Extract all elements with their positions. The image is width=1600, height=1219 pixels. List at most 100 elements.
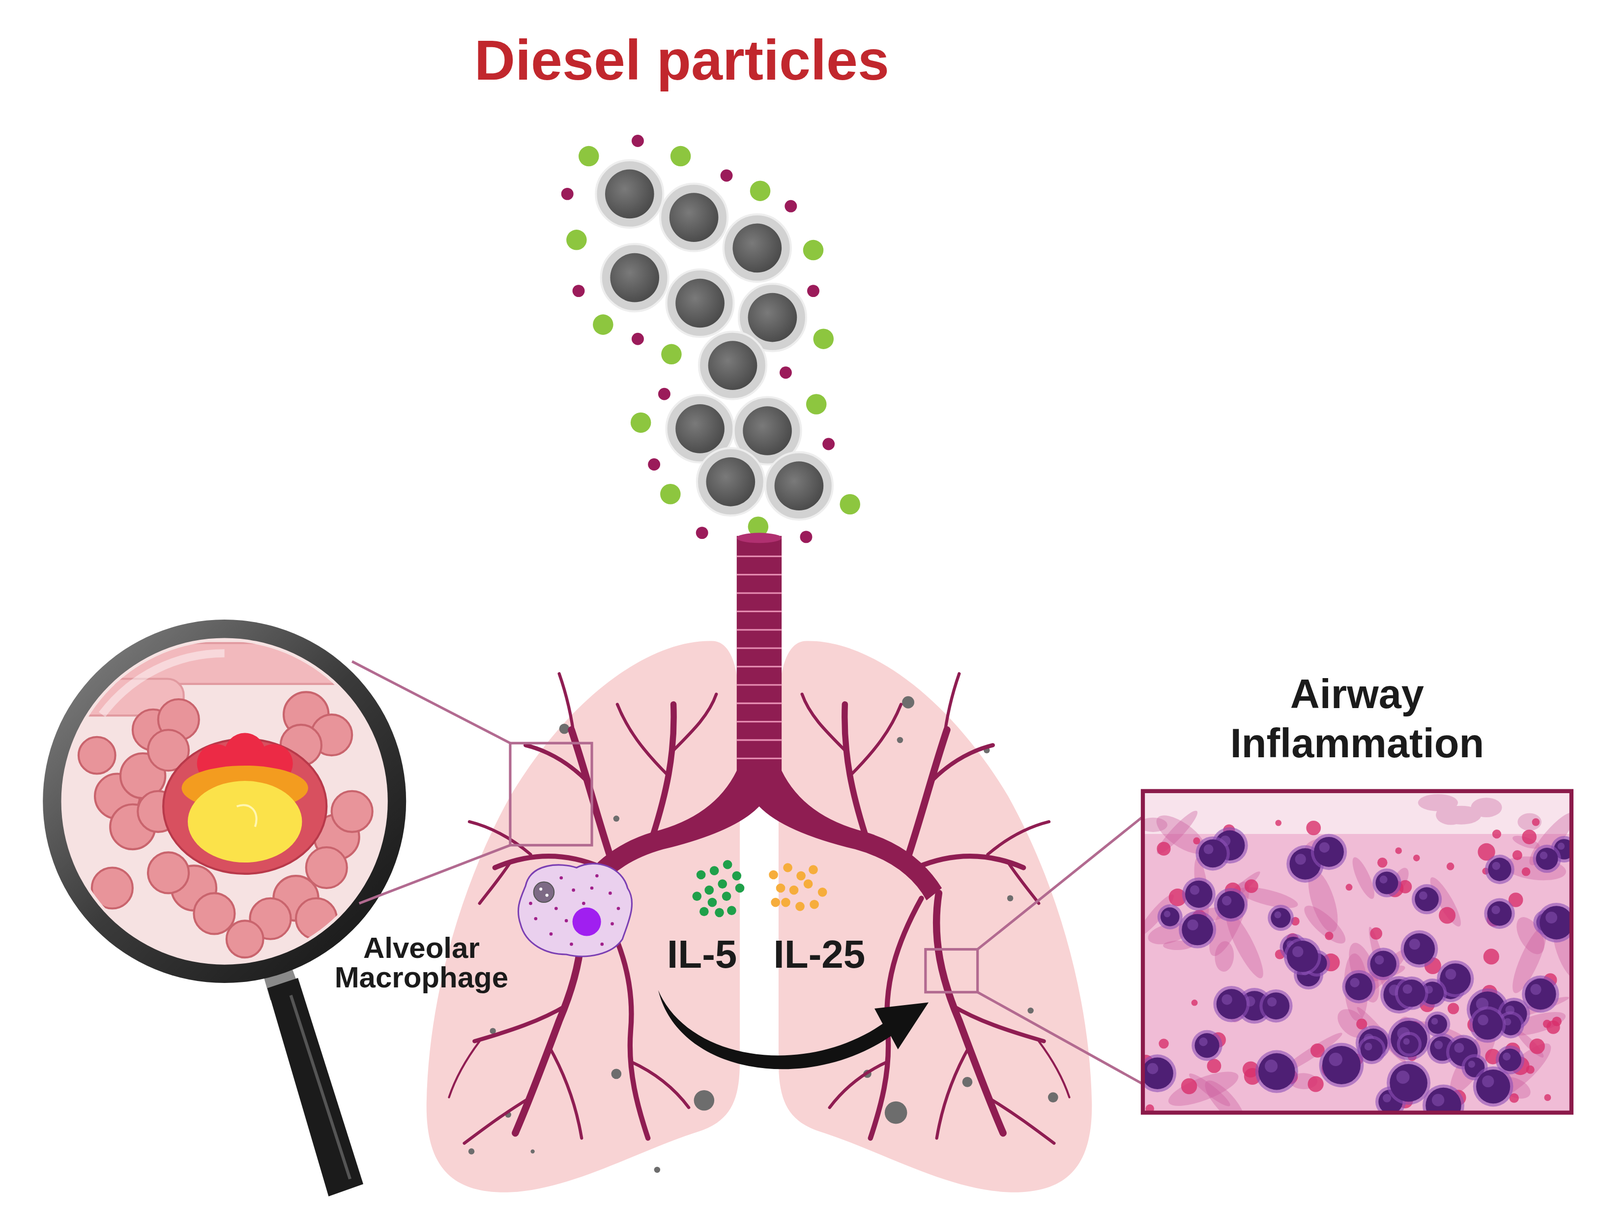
alveoli [78,691,373,958]
histology-cell [1322,1045,1361,1084]
purple-droplet [631,332,644,346]
histology-cell [1469,1006,1506,1043]
histology-cell [1414,886,1439,911]
bronchial-tree [448,1040,480,1097]
histology-cell [1142,1057,1174,1089]
histology-cell [1434,1040,1443,1049]
trachea-ring [736,591,782,594]
cytokine-il5 [696,870,706,880]
histology-cell [1502,1052,1511,1061]
particle-deposit [1007,895,1014,902]
green-droplet [670,145,692,167]
histology-cell [1275,819,1282,826]
curved-arrow [658,989,929,1070]
particle-deposit [897,736,903,743]
particle-deposit [468,1147,475,1154]
histology-cell [1521,975,1560,1013]
bronchial-tree [464,1097,531,1143]
green-droplet [813,328,834,350]
green-droplet [592,314,614,335]
granule [559,875,563,880]
bronchial-tree [576,770,942,901]
histology-cell [1477,1014,1489,1026]
histology-image [1142,790,1572,1113]
histology-cell [1203,843,1214,854]
cytokine-il5 [707,897,718,907]
histology-cell [1163,910,1171,917]
zoom-leader [977,991,1143,1084]
purple-droplet [658,387,671,401]
magnifier [42,619,407,1196]
granule [528,901,533,905]
histology-image [1142,790,1572,1113]
histology-cell [1360,1038,1383,1061]
purple-droplet [800,530,813,543]
histology-cell [1367,947,1400,980]
histology-cell [1191,999,1198,1006]
histology-cell [1182,876,1216,911]
histology-cell [1156,841,1171,856]
cytokine-il25 [768,862,827,911]
histology-cell [1267,904,1294,931]
alveolar-macrophage [533,881,555,903]
trachea-ring [736,665,782,668]
histology-cell [1181,913,1214,946]
tumor [163,732,327,873]
histology-cell [1545,911,1558,924]
cytokine-il25 [783,862,793,873]
zoom-leader [510,742,592,845]
cell-label-node: Alveolar Macrophage [313,932,530,992]
histology-cell [1470,797,1502,817]
histology-cell [1487,857,1512,881]
granule [571,888,576,892]
histology-cell [1258,1052,1296,1090]
trachea-ring [736,610,782,612]
histology-cell [1319,1042,1365,1088]
histology-cell [1295,853,1307,865]
cytokine-il25 [817,887,828,897]
magnifier [102,653,225,715]
histology-cell [1484,854,1515,884]
cytokine-il5 [699,906,709,916]
histology-cell [1409,938,1421,950]
green-droplet [806,393,827,415]
histology-cell [1395,976,1429,1010]
granule [581,901,586,905]
histology-cell [1498,1048,1522,1072]
histology-cell [1400,930,1438,968]
histology-cell [1185,880,1213,908]
histology-cell [1427,1014,1448,1034]
histology-cell [1158,1038,1169,1048]
histology-cell [1487,901,1513,926]
histology-cell [1446,862,1455,871]
bronchial-tree [736,532,782,544]
particle-deposit [530,1148,535,1153]
histology-cell [1306,820,1321,836]
particle [669,192,719,242]
particle [748,292,798,343]
particle [706,457,756,507]
histology-cell [1244,878,1259,893]
histology-cell [1454,1042,1464,1053]
histology-cell [1468,1060,1476,1068]
particle [697,447,765,516]
histology-cell [1369,927,1383,940]
histology-cell [1472,1009,1504,1040]
histology-cell [1445,968,1456,980]
histology-cell [1476,1069,1511,1104]
zoom-leader [359,844,511,903]
alveolar-macrophage [572,906,602,936]
histology-cell [1374,955,1385,965]
particle-deposit [610,1068,622,1079]
histology-cell [1543,1093,1551,1101]
granule [616,906,621,910]
cytokine-il25 [803,878,814,889]
alveoli [78,736,116,774]
alveoli [91,867,133,908]
histology-cell [1262,991,1290,1019]
granule [590,886,594,890]
bronchial-tree [549,1046,582,1138]
histology-cell [1529,1038,1545,1054]
particle-deposit [962,1076,973,1087]
